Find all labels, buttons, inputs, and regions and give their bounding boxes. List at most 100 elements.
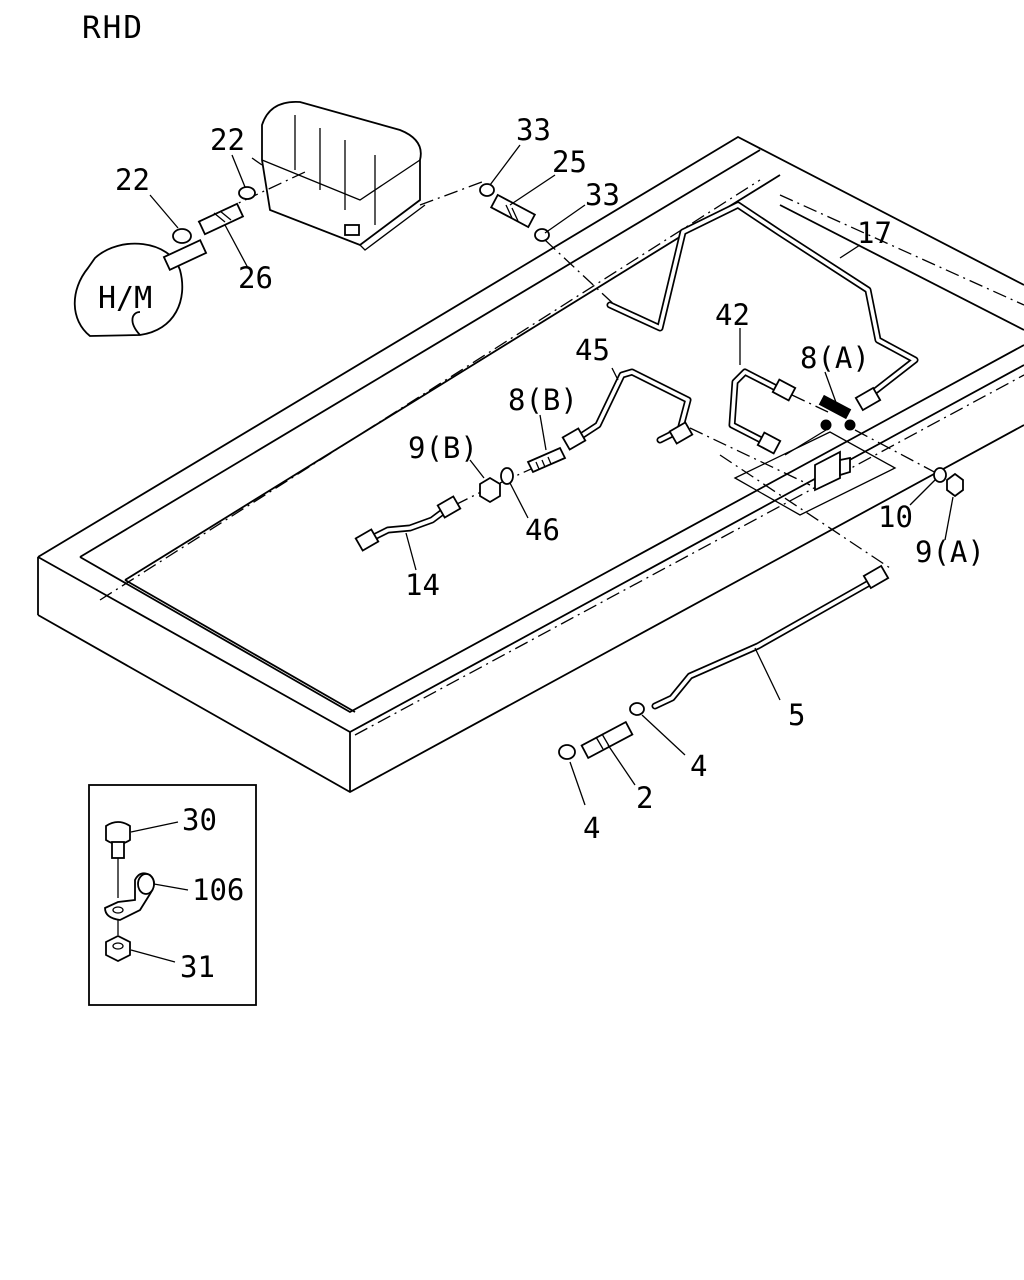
hm-outlet-pipe xyxy=(162,239,208,271)
pipe-42 xyxy=(728,368,797,455)
clip-106-hole xyxy=(112,906,124,914)
connector-8a-assembly xyxy=(733,394,964,516)
tank-seam xyxy=(261,159,421,201)
callout-5: 5 xyxy=(788,698,805,732)
washer-10 xyxy=(933,467,947,483)
hose-25-hatch xyxy=(505,204,519,222)
pipe-42-nut-upper xyxy=(771,378,797,402)
assy-line-8a-to-nut xyxy=(854,429,941,476)
washer-46 xyxy=(500,467,514,485)
assy-line-bracket-to-5 xyxy=(719,454,891,569)
tank-ribs xyxy=(294,115,376,225)
clip-106-eye xyxy=(137,873,155,895)
callout-2: 2 xyxy=(636,781,653,815)
nut-9b xyxy=(479,476,501,504)
clamp-4-lower xyxy=(558,744,576,760)
pipe-5-nut xyxy=(862,564,890,590)
frame-top-inner-edge-1 xyxy=(79,149,761,558)
pipe-14-nut-left xyxy=(354,528,380,552)
hose-2-hatch xyxy=(595,733,610,750)
centerline-3 xyxy=(354,374,1024,736)
left-hose-group xyxy=(172,171,306,244)
centerline-1 xyxy=(99,179,761,601)
hm-unit: H/M xyxy=(73,239,208,337)
hose-2 xyxy=(580,720,634,760)
connector-8a xyxy=(818,394,852,420)
callout-10: 10 xyxy=(878,500,913,534)
clamp-22-upper xyxy=(238,186,256,200)
frame-front-inner-edge xyxy=(79,344,1024,714)
hose-26-hatch xyxy=(213,210,232,223)
assy-line-42-to-8a xyxy=(791,394,829,413)
bolt-30-shank xyxy=(111,841,125,859)
frame-rail-line-3 xyxy=(779,204,1024,331)
centerline-2 xyxy=(779,194,1024,306)
pipe-14-nut-right xyxy=(436,495,462,519)
clamp-33-lower xyxy=(534,228,550,242)
bracket-tab xyxy=(839,456,851,477)
pipe-42-nut-lower xyxy=(756,431,782,455)
nut-31-hole xyxy=(112,942,124,950)
pipe-14 xyxy=(354,495,462,552)
pipe-45-nut-left xyxy=(561,427,587,451)
clamp-22-lower xyxy=(172,228,192,244)
callout-42: 42 xyxy=(715,298,750,332)
callout-4-lower: 4 xyxy=(583,811,600,845)
assy-line-45-to-bracket xyxy=(689,427,811,486)
inset-callout-31: 31 xyxy=(180,950,215,984)
tank-body xyxy=(261,101,422,247)
callout-25: 25 xyxy=(552,145,587,179)
callout-17: 17 xyxy=(857,216,892,250)
bracket-block xyxy=(814,450,841,492)
inset-callout-30: 30 xyxy=(182,803,217,837)
nut-9a xyxy=(946,472,964,498)
hm-label: H/M xyxy=(98,281,152,316)
callout-33-upper: 33 xyxy=(516,113,551,147)
clamp-4-upper xyxy=(629,702,645,716)
callout-22-lower: 22 xyxy=(115,163,150,197)
pipe-17-nut xyxy=(854,386,882,412)
tank-to-hose-line xyxy=(419,181,483,206)
frame-top-outer-edge xyxy=(37,135,1024,558)
inset-detail: 30 106 31 xyxy=(88,784,257,1006)
fuel-tank xyxy=(251,101,426,251)
callout-4-upper: 4 xyxy=(690,749,707,783)
inset-frame xyxy=(88,784,257,1006)
callout-22-upper: 22 xyxy=(210,123,245,157)
callout-9b: 9(B) xyxy=(408,431,478,465)
chassis-frame xyxy=(37,135,1024,794)
pipe-45 xyxy=(561,368,811,486)
frame-rail-line-1 xyxy=(124,174,781,581)
connector-8b-thread xyxy=(535,456,552,470)
tank-flange xyxy=(251,157,426,251)
hm-cylinder-rim xyxy=(131,311,141,336)
connector-8b-assembly xyxy=(454,446,567,506)
leader-lines xyxy=(149,144,954,806)
pipe-5-assembly xyxy=(558,454,891,760)
connector-8a-port-2 xyxy=(844,419,856,431)
pipe-45-nut-right xyxy=(668,421,694,445)
connector-8a-port-1 xyxy=(820,419,832,431)
callout-8b: 8(B) xyxy=(508,383,578,417)
connector-8b xyxy=(526,446,567,474)
callout-labels: 22 22 26 33 25 33 17 42 8(A) 45 8(B) 9(B… xyxy=(115,113,985,845)
callout-46: 46 xyxy=(525,513,560,547)
clamp-33-upper xyxy=(479,183,495,197)
callout-14: 14 xyxy=(405,568,440,602)
tank-outlet-port xyxy=(344,224,360,236)
hm-cylinder xyxy=(73,242,184,337)
callout-45: 45 xyxy=(575,333,610,367)
pipe-17 xyxy=(606,201,919,412)
bracket-plate xyxy=(733,431,897,516)
frame-bottom-edge xyxy=(37,424,1024,794)
inset-callout-106: 106 xyxy=(192,873,244,907)
diagram-title: RHD xyxy=(82,10,144,46)
frame-rail-line-2 xyxy=(124,579,356,713)
callout-33-lower: 33 xyxy=(585,178,620,212)
callout-8a: 8(A) xyxy=(800,341,870,375)
hose-to-pipe-line xyxy=(544,239,621,311)
callout-26: 26 xyxy=(238,261,273,295)
bolt-30-head xyxy=(105,821,131,845)
callout-9a: 9(A) xyxy=(915,535,985,569)
